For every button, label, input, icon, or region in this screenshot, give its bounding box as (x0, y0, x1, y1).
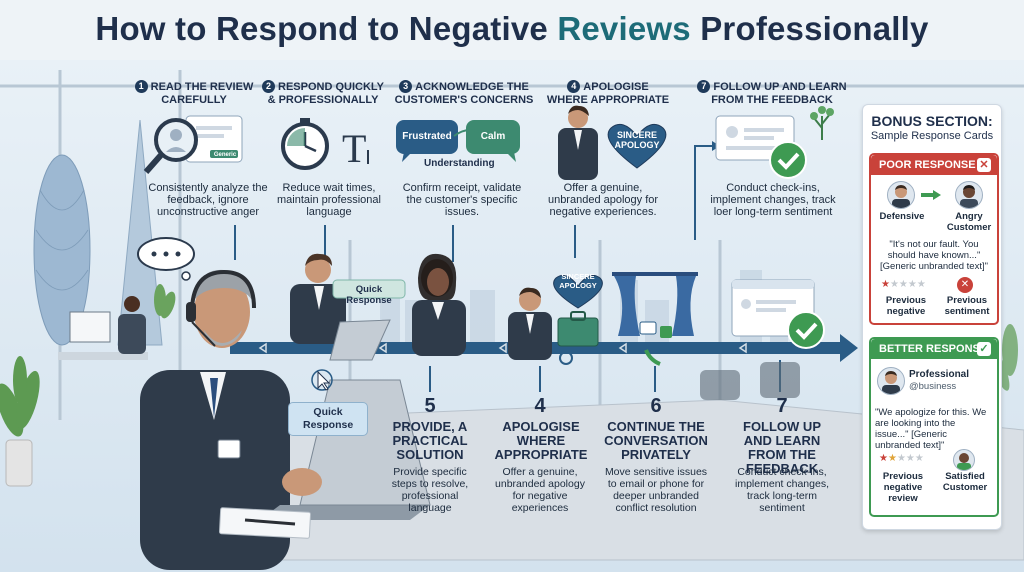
better-outcome-label: Satisfied Customer (942, 471, 988, 493)
poor-response-card: POOR RESPONSE ✕ Defensive Angry Customer… (869, 153, 999, 325)
top-step-3-number: 3 (399, 80, 413, 93)
close-x-icon: ✕ (977, 158, 991, 172)
bonus-section: BONUS SECTION: Sample Response Cards POO… (862, 104, 1002, 530)
top-step-4-desc: Offer a genuine, unbranded apology for n… (547, 182, 659, 218)
better-response-title: BETTER RESPONSE (879, 343, 988, 355)
better-rating-stars: ★★★★★ (879, 453, 924, 464)
top-step-2-number: 2 (262, 80, 276, 93)
bottom-step-6-number: 6 (650, 395, 662, 417)
poor-response-header: POOR RESPONSE ✕ (871, 155, 997, 175)
poor-outcome-label: Previous sentiment (944, 295, 990, 317)
bottom-step-5-desc: Provide specific steps to resolve, profe… (391, 466, 469, 514)
poor-response-quote: "It's not our fault. You should have kno… (880, 239, 988, 272)
svg-text:T: T (342, 126, 366, 171)
top-step-1-desc: Consistently analyze the feedback, ignor… (148, 182, 268, 218)
title-highlight: Reviews (557, 10, 691, 47)
professional-handle: @business (909, 381, 957, 392)
top-step-2-desc: Reduce wait times, maintain professional… (277, 182, 381, 218)
bonus-title: BONUS SECTION: (871, 113, 993, 129)
poor-response-title: POOR RESPONSE (879, 159, 976, 171)
quick-response-box-label: Quick Response (303, 406, 354, 431)
check-icon: ✓ (977, 342, 991, 356)
top-step-4-number: 4 (567, 80, 581, 93)
bottom-step-7-number: 7 (776, 395, 788, 417)
top-step-7-number: 7 (697, 80, 711, 93)
angry-customer-label: Angry Customer (946, 211, 992, 233)
bottom-step-4-number: 4 (534, 395, 546, 417)
better-response-card: BETTER RESPONSE ✓ Professional @business… (869, 337, 999, 517)
bottom-step-5-number: 5 (424, 395, 436, 417)
top-step-4-label: APOLOGISE WHERE APPROPRIATE (546, 81, 670, 106)
bottom-step-7-desc: Conduct check-ins, implement changes, tr… (735, 466, 829, 514)
top-step-2-label: RESPOND QUICKLY & PROFESSIONALLY (267, 81, 384, 106)
defensive-avatar (887, 181, 915, 209)
calm-label: Calm (480, 131, 506, 142)
negative-x-icon: ✕ (957, 277, 973, 293)
defensive-label: Defensive (879, 211, 925, 222)
poor-rating-stars: ★★★★★ (881, 279, 926, 290)
better-response-header: BETTER RESPONSE ✓ (871, 339, 997, 359)
quick-response-box: Quick Response (288, 402, 368, 436)
top-step-3-desc: Confirm receipt, validate the customer's… (402, 182, 522, 218)
title-tail: Professionally (700, 10, 929, 47)
bottom-step-4-desc: Offer a genuine, unbranded apology for n… (495, 466, 585, 514)
page-title: How to Respond to Negative Reviews Profe… (0, 10, 1024, 48)
arrow-right-icon (921, 187, 941, 200)
bonus-subtitle: Sample Response Cards (870, 130, 994, 142)
frustrated-label: Frustrated (402, 131, 452, 142)
better-rating-label: Previous negative review (882, 471, 924, 504)
poor-rating-label: Previous negative (885, 295, 927, 317)
top-step-1-number: 1 (134, 80, 148, 93)
top-step-7-label: FOLLOW UP AND LEARN FROM THE FEEDBACK (711, 81, 847, 106)
title-main: How to Respond to Negative (95, 10, 548, 47)
top-step-7-desc: Conduct check-ins, implement changes, tr… (710, 182, 836, 218)
understanding-label: Understanding (424, 158, 495, 169)
bottom-step-4-label: APOLOGISE WHERE APPROPRIATE (494, 419, 588, 462)
angry-customer-avatar (955, 181, 983, 209)
satisfied-customer-avatar (953, 449, 975, 471)
bottom-step-5-label: PROVIDE, A PRACTICAL SOLUTION (392, 419, 468, 462)
quick-response-bubble: Quick Response (346, 284, 392, 306)
professional-avatar (877, 367, 905, 395)
top-step-1-label: READ THE REVIEW CAREFULLY (150, 81, 254, 106)
bottom-step-6-label: CONTINUE THE CONVERSATION PRIVATELY (604, 419, 708, 462)
generic-tag: Generic (213, 152, 237, 158)
bottom-step-6-desc: Move sensitive issues to email or phone … (604, 466, 708, 514)
bottom-step-7-label: FOLLOW UP AND LEARN FROM THE FEEDBACK (743, 419, 821, 476)
sincere-apology-small-label: SINCERE APOLOGY (559, 272, 597, 290)
professional-name: Professional (909, 369, 970, 380)
top-step-3-label: ACKNOWLEDGE THE CUSTOMER'S CONCERNS (394, 81, 534, 106)
better-response-quote: "We apologize for this. We are looking i… (875, 407, 987, 451)
sincere-apology-label: SINCERE APOLOGY (614, 130, 660, 150)
